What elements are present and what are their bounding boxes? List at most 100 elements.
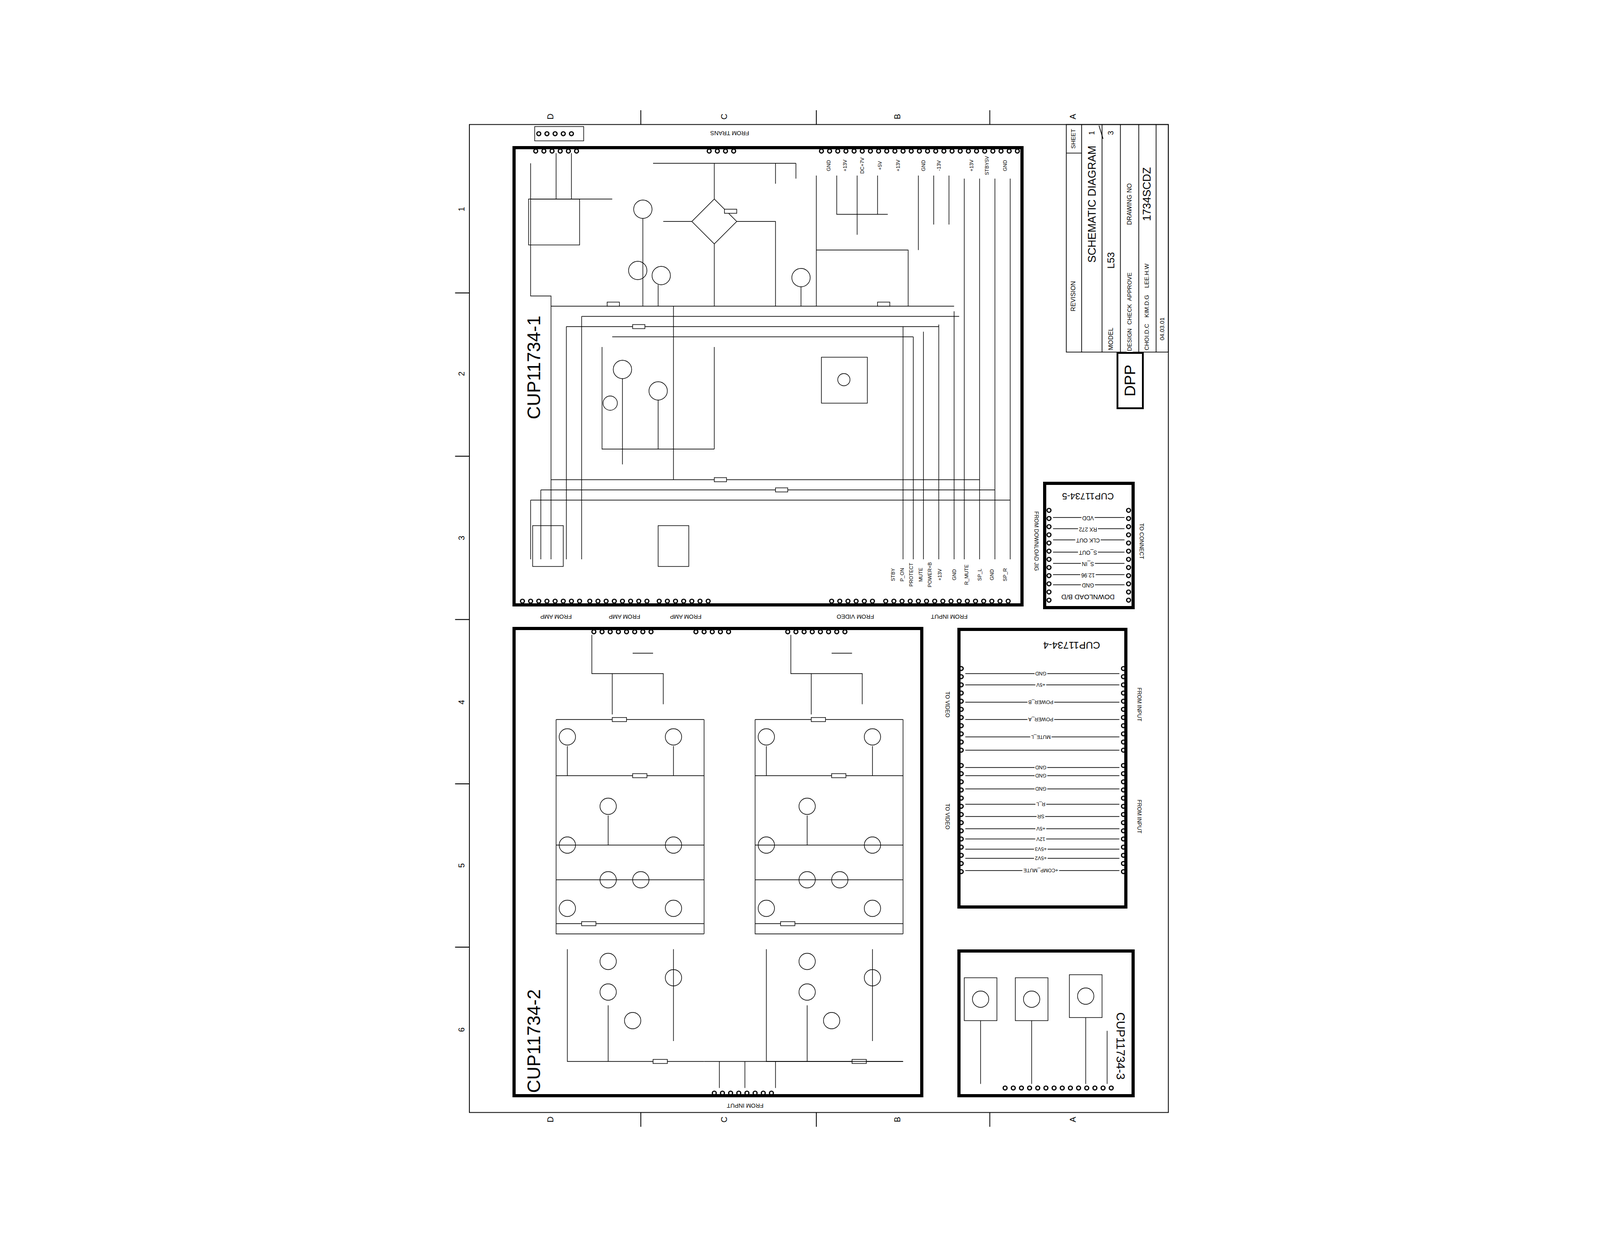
signal-name: GND bbox=[1080, 581, 1095, 588]
signal-name: R_L bbox=[1035, 801, 1047, 807]
circuit-board: CUP11734-3 bbox=[957, 949, 1136, 1098]
signal-name: +13V bbox=[968, 158, 975, 173]
signal-name: MUTE bbox=[917, 566, 923, 583]
signal-name: 12.96 bbox=[1079, 571, 1096, 578]
signal-name: +13V bbox=[842, 158, 848, 173]
connector-caption: FROM AMP bbox=[668, 613, 703, 620]
signal-name: MUTE_L bbox=[1029, 733, 1052, 740]
signal-name: GND bbox=[825, 158, 832, 172]
title-block-cell: DRAWING NO bbox=[1126, 182, 1133, 226]
signal-name: R_MUTE bbox=[963, 563, 970, 586]
signal-name: +5V bbox=[1035, 682, 1047, 688]
title-block-cell: CHOI.D.C bbox=[1143, 322, 1151, 352]
signal-name: +5V bbox=[876, 160, 883, 171]
title-block-cell: SHEET bbox=[1070, 127, 1077, 150]
stamp-box: DPP bbox=[1116, 351, 1145, 410]
title-block-cell: 04.03.01 bbox=[1159, 316, 1166, 342]
connector-caption: FROM TRANS bbox=[709, 129, 751, 136]
speaker-terminals bbox=[534, 126, 584, 142]
signal-name: POWER+B bbox=[926, 560, 933, 588]
signal-name: RX 272 bbox=[1077, 525, 1098, 532]
board-5-traces bbox=[1053, 517, 1125, 586]
signal-name: SP_L bbox=[976, 567, 983, 582]
connector-caption: FROM INPUT bbox=[725, 1102, 765, 1109]
connector-caption: TO CONNECT bbox=[1137, 521, 1144, 560]
signal-name: GND bbox=[1034, 785, 1048, 792]
board-4-traces bbox=[965, 673, 1120, 871]
grid-reference: 6 bbox=[457, 1026, 467, 1033]
grid-reference: A bbox=[1068, 112, 1079, 120]
title-block-cell: REVISION bbox=[1069, 279, 1077, 313]
title-block-cell: 3 bbox=[1107, 129, 1116, 136]
board-3-switches bbox=[964, 974, 1108, 1084]
signal-name: S_IN bbox=[1080, 560, 1095, 566]
grid-reference: B bbox=[893, 1115, 903, 1123]
signal-name: GND bbox=[951, 568, 957, 581]
title-block-cell: 1734SCDZ bbox=[1141, 165, 1153, 222]
title-block-cell: DESIGN bbox=[1126, 327, 1133, 352]
signal-name: -13V bbox=[936, 159, 942, 172]
grid-reference: D bbox=[546, 112, 556, 121]
connector-caption: FROM AMP bbox=[539, 613, 573, 620]
signal-name: STBY5V bbox=[984, 154, 990, 176]
signal-name: GND bbox=[920, 158, 927, 172]
signal-name: GND bbox=[1034, 670, 1048, 677]
grid-reference: D bbox=[546, 1115, 556, 1124]
signal-name: PROTECT bbox=[908, 561, 914, 588]
connector-caption: FROM AMP bbox=[607, 613, 641, 620]
circuit-board: CUP11734-2 bbox=[512, 626, 924, 1098]
signal-name: S_OUT bbox=[1077, 549, 1098, 556]
title-block-grid bbox=[1066, 114, 1169, 352]
circuit-board: CUP11734-1 bbox=[512, 146, 1024, 607]
grid-reference: B bbox=[893, 112, 903, 120]
connector-caption: FROM INPUT bbox=[1135, 686, 1142, 722]
signal-name: 12V bbox=[1035, 835, 1047, 842]
board-1-wiring bbox=[528, 153, 1011, 567]
board-label: DPP bbox=[1121, 363, 1139, 398]
board-label: CUP11734-1 bbox=[523, 314, 544, 420]
grid-reference: 1 bbox=[457, 205, 467, 213]
signal-name: POWER_A bbox=[1027, 716, 1054, 722]
board-label: CUP11734-5 bbox=[1060, 491, 1115, 502]
signal-name: GND bbox=[1034, 772, 1048, 779]
title-block-cell: APPROVE bbox=[1126, 271, 1133, 303]
connector-caption: FROM VIDEO bbox=[835, 613, 875, 620]
grid-reference: 3 bbox=[457, 534, 467, 542]
signal-name: GND bbox=[1002, 158, 1008, 172]
signal-name: +5V bbox=[1035, 825, 1047, 832]
signal-name: STBY bbox=[890, 566, 896, 582]
grid-reference: 2 bbox=[457, 370, 467, 377]
connector-caption: TO VIDEO bbox=[943, 690, 950, 718]
title-block-cell: KIM.D.G bbox=[1143, 293, 1151, 319]
signal-name: +COMP_MUTE bbox=[1022, 867, 1060, 874]
title-block-cell: CHECK bbox=[1126, 302, 1133, 326]
connector-caption: FROM INPUT bbox=[929, 613, 969, 620]
signal-name: CLK OUT bbox=[1074, 536, 1101, 543]
grid-reference: C bbox=[720, 1115, 730, 1124]
signal-name: VDD bbox=[1081, 514, 1095, 521]
signal-name: +5V2 bbox=[1034, 855, 1048, 861]
connector-caption: TO VIDEO bbox=[943, 802, 950, 830]
sheet-frame bbox=[455, 110, 1169, 1127]
signal-name: +13V bbox=[895, 158, 901, 173]
signal-name: SP_R bbox=[1002, 566, 1008, 582]
signal-name: SR bbox=[1036, 813, 1045, 820]
grid-reference: 4 bbox=[457, 698, 467, 706]
signal-name: GND bbox=[1034, 764, 1048, 771]
board-2-wiring bbox=[556, 634, 903, 1088]
board-label: CUP11734-4 bbox=[1042, 639, 1102, 651]
title-block-cell: LEE.H.W bbox=[1143, 262, 1151, 289]
title-block-cell: MODEL bbox=[1107, 326, 1115, 352]
signal-name: GND bbox=[989, 568, 995, 581]
signal-name: POWER_B bbox=[1027, 699, 1054, 705]
circuit-board: CUP11734-5DOWNLOAD B/D bbox=[1043, 481, 1136, 610]
signal-name: DC+7V bbox=[859, 156, 865, 175]
signal-name: P_ON bbox=[899, 566, 905, 583]
diagram-title: SCHEMATIC DIAGRAM bbox=[1085, 144, 1098, 264]
grid-reference: 5 bbox=[457, 862, 467, 869]
board-label: DOWNLOAD B/D bbox=[1060, 593, 1116, 601]
grid-reference: C bbox=[720, 112, 730, 121]
signal-name: +5V3 bbox=[1034, 846, 1048, 852]
